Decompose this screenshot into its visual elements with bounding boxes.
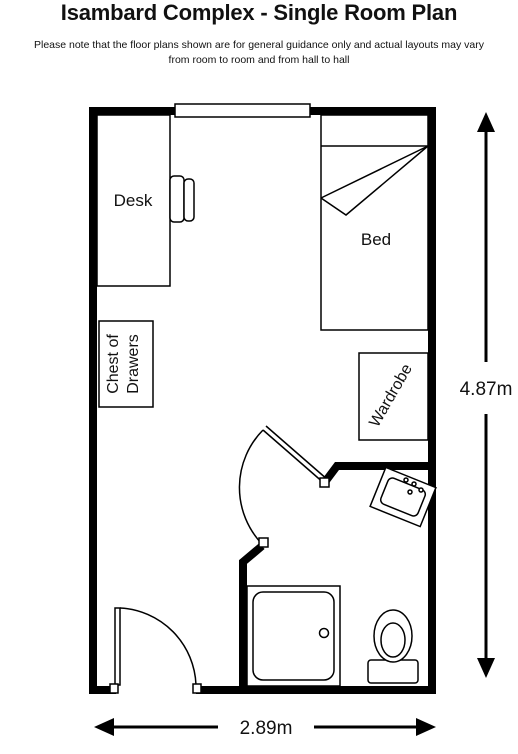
outer-walls [89,107,436,694]
toilet [367,609,419,684]
chest-of-drawers [98,320,154,408]
disclaimer-line-1: Please note that the floor plans shown a… [33,39,485,51]
height-label: 4.87m [460,379,513,400]
chest-label-line-2: Drawers [125,334,142,394]
bathroom-walls [239,462,432,690]
bed [320,114,429,331]
wardrobe [358,352,429,441]
page-title: Isambard Complex - Single Room Plan [60,0,458,25]
width-label: 2.89m [240,718,293,739]
disclaimer-text: Please note that the floor plans shown a… [0,38,518,68]
desk-label: Desk [114,191,153,210]
desk [96,114,171,287]
desk-chair [169,175,195,223]
entrance-door [109,607,202,694]
height-dimension [477,112,495,678]
bed-label: Bed [361,230,391,249]
disclaimer-line-2: from room to room and from hall to hall [168,54,350,66]
width-dimension [94,718,436,736]
shower-tray [246,585,341,687]
chest-label-line-1: Chest of [105,334,122,394]
window [174,103,311,118]
bathroom-door [238,425,330,548]
sink [369,466,437,528]
